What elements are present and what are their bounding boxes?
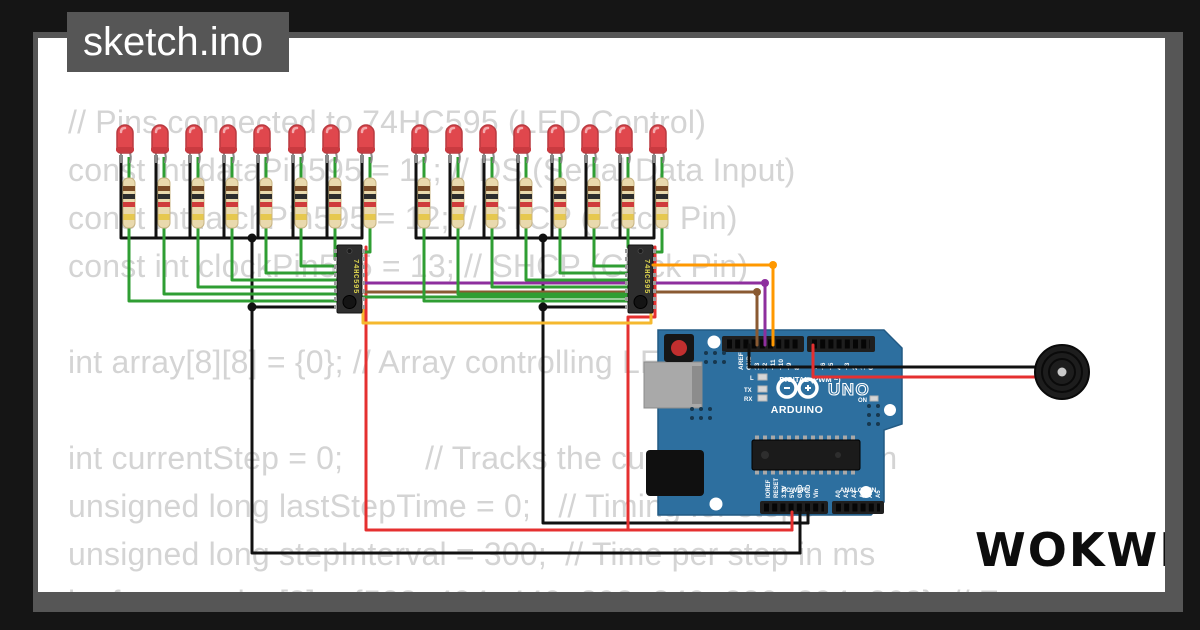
power-label: POWER (782, 487, 807, 494)
shift-register-1: 74HC595 (333, 244, 366, 314)
arduino-logo-icon (776, 377, 819, 399)
led-resistor-unit (355, 123, 378, 240)
project-card: // Pins connected to 74HC595 (LED Contro… (38, 38, 1165, 592)
svg-text:A1: A1 (844, 490, 850, 498)
analog-label: ANALOG IN (840, 487, 877, 494)
buzzer-hole (1057, 367, 1067, 377)
l-led (757, 373, 768, 381)
chip-label: 74HC595 (642, 259, 650, 294)
junction-dots (247, 233, 548, 312)
svg-text:~11: ~11 (770, 359, 777, 370)
arduino-brand-label: ARDUINO (771, 404, 824, 416)
piezo-buzzer (1034, 344, 1090, 400)
led-resistor-unit (443, 123, 466, 240)
filename-tab: sketch.ino (67, 12, 289, 72)
led-resistor-unit (114, 123, 137, 240)
led-resistor-unit (545, 123, 568, 240)
svg-text:A5: A5 (876, 490, 882, 498)
rx-led (757, 394, 768, 402)
led-group-a-wiring (119, 226, 372, 303)
svg-text:IOREF: IOREF (766, 479, 772, 498)
led-resistor-unit (286, 123, 309, 240)
led-resistor-unit (320, 123, 343, 240)
led-resistor-unit (183, 123, 206, 240)
wire-buzzer-signal (811, 343, 1038, 379)
svg-text:TX: TX (744, 388, 752, 394)
led-resistor-unit (409, 123, 432, 240)
svg-text:ON: ON (858, 398, 867, 404)
led-resistor-unit (217, 123, 240, 240)
led-resistor-unit (477, 123, 500, 240)
circuit-diagram: 74HC595 74HC595 (114, 123, 1090, 555)
svg-text:L: L (750, 376, 754, 382)
code-line: int frequencies[8] = {523, 494, 440, 392… (68, 584, 999, 592)
pin-wires (651, 261, 1038, 555)
wire-buzzer-gnd (747, 343, 1038, 369)
svg-text:5V: 5V (790, 491, 796, 498)
led-resistor-unit (647, 123, 670, 240)
uno-label: UNO (828, 380, 870, 399)
led-resistor-unit (511, 123, 534, 240)
on-led (869, 395, 879, 402)
led-bar-a (114, 123, 378, 240)
shift-register-2: 74HC595 (624, 244, 657, 314)
svg-text:RX: RX (744, 397, 752, 403)
power-jack (646, 450, 704, 496)
wokwi-logo: WOKWI (975, 523, 1165, 577)
led-resistor-unit (613, 123, 636, 240)
svg-text:~10: ~10 (778, 359, 785, 370)
svg-text:A0: A0 (836, 490, 842, 498)
svg-text:AREF: AREF (738, 352, 745, 370)
svg-text:GND: GND (798, 484, 804, 498)
svg-text:RESET: RESET (774, 478, 780, 498)
atmega-chip (751, 439, 861, 471)
svg-text:Vin: Vin (814, 488, 820, 498)
led-resistor-unit (251, 123, 274, 240)
filename-label: sketch.ino (83, 20, 264, 64)
svg-text:3.3V: 3.3V (782, 486, 788, 498)
usb-lip (692, 366, 702, 404)
reset-button-cap (671, 340, 687, 356)
tx-led (757, 385, 768, 393)
svg-text:GND: GND (806, 484, 812, 498)
svg-text:A2: A2 (852, 490, 858, 498)
arduino-uno-board: AREF GND 13 12 ~11 ~10 ~9 8 7 ~6 ~5 4 ~3… (643, 329, 903, 516)
led-group-b-wiring (359, 226, 664, 303)
led-bar-b (409, 123, 670, 240)
status-led-labels: L TX RX ON (744, 376, 867, 404)
chip-label: 74HC595 (351, 259, 359, 294)
mounting-holes (707, 335, 896, 511)
wire-yellow (361, 307, 653, 325)
led-resistor-unit (579, 123, 602, 240)
led-resistor-unit (149, 123, 172, 240)
icsp-pins (690, 351, 880, 426)
